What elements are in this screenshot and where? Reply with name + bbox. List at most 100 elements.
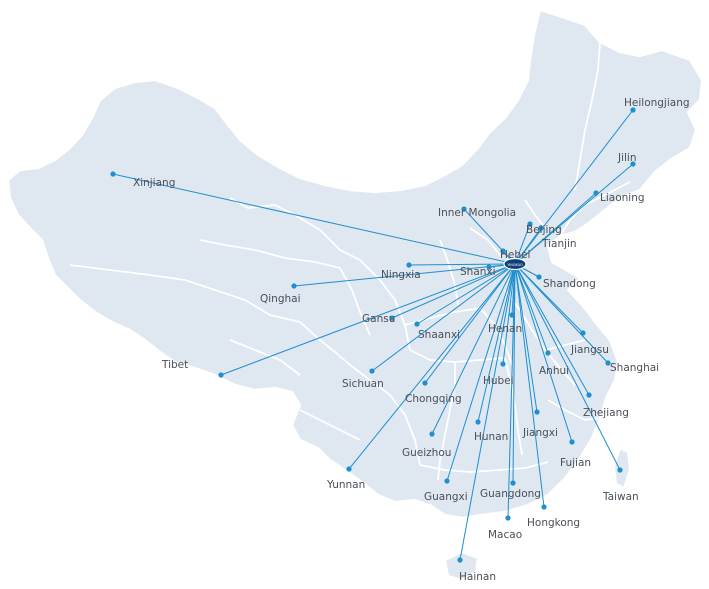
location-label-shandong: Shandong [543, 278, 596, 290]
route-line-taiwan [514, 263, 621, 471]
location-dot-guangdong [510, 480, 516, 486]
location-label-hunan: Hunan [474, 431, 508, 443]
location-label-liaoning: Liaoning [600, 192, 645, 204]
route-line-guangdong [512, 263, 516, 484]
location-label-henan: Henan [488, 323, 522, 335]
location-label-yunnan: Yunnan [326, 479, 365, 491]
route-line-ningxia [408, 263, 516, 266]
province-borders [69, 41, 641, 481]
route-line-gueizhou [431, 263, 516, 435]
location-label-qinghai: Qinghai [260, 293, 301, 305]
location-label-hainan: Hainan [459, 571, 496, 583]
hub-badge: YINGKUO [503, 257, 527, 271]
route-line-hongkong [514, 263, 545, 508]
route-line-macao [507, 263, 516, 519]
location-dot-fujian [569, 439, 575, 445]
route-line-beijing [514, 223, 531, 265]
route-line-zhejiang [514, 263, 590, 396]
location-dot-qinghai [291, 283, 297, 289]
location-label-jiangsu: Jiangsu [570, 344, 609, 356]
route-line-shanghai [514, 263, 609, 364]
location-dot-hubei [500, 361, 506, 367]
location-dot-shanxi [486, 264, 492, 270]
location-label-heilongjiang: Heilongjiang [624, 97, 690, 109]
location-label-sichuan: Sichuan [342, 378, 384, 390]
location-dot-jiangsu [580, 330, 586, 336]
location-dot-heilongjiang [630, 107, 636, 113]
location-label-hubei: Hubei [483, 375, 514, 387]
location-label-macao: Macao [488, 529, 522, 541]
hub-label: YINGKUO [507, 263, 523, 267]
location-dot-beijing [527, 221, 533, 227]
location-dot-hongkong [541, 504, 547, 510]
location-label-shanxi: Shanxi [460, 266, 496, 278]
location-dot-xinjiang [110, 171, 116, 177]
route-line-liaoning [514, 192, 597, 265]
route-line-chongqing [424, 263, 516, 384]
location-dot-gansu [389, 315, 395, 321]
location-label-tibet: Tibet [161, 359, 188, 371]
location-dot-gueizhou [429, 431, 435, 437]
location-label-hebei: Hebei [500, 249, 530, 261]
location-label-shaanxi: Shaanxi [418, 329, 460, 341]
route-line-jiangxi [514, 263, 538, 413]
location-dot-hebei [500, 248, 506, 254]
location-label-anhui: Anhui [539, 365, 569, 377]
route-line-sichuan [371, 263, 516, 372]
location-label-chongqing: Chongqing [405, 393, 462, 405]
location-label-ningxia: Ningxia [381, 269, 421, 281]
location-dot-taiwan [617, 467, 623, 473]
location-dot-shanghai [605, 360, 611, 366]
route-line-hainan [459, 263, 516, 561]
location-dot-chongqing [422, 380, 428, 386]
route-line-guangxi [446, 263, 516, 482]
location-label-tianjin: Tianjin [541, 238, 577, 250]
location-label-inner-mongolia: Inner Mongolia [438, 207, 516, 219]
location-label-jilin: Jilin [617, 152, 637, 164]
route-line-gansu [391, 263, 516, 319]
route-line-shaanxi [416, 263, 516, 325]
route-line-hunan [477, 263, 516, 423]
location-dot-sichuan [369, 368, 375, 374]
location-label-hongkong: Hongkong [527, 517, 580, 529]
location-label-gansu: Gansu [362, 313, 395, 325]
route-line-tianjin [514, 227, 542, 265]
taiwan-island-shape [612, 446, 632, 490]
route-line-qinghai [293, 263, 516, 287]
location-dot-macao [505, 515, 511, 521]
route-line-hubei [502, 263, 516, 365]
location-label-guangdong: Guangdong [480, 488, 541, 500]
location-label-shanghai: Shanghai [610, 362, 659, 374]
location-label-xinjiang: Xinjiang [133, 177, 175, 189]
route-line-yunnan [348, 263, 516, 470]
hainan-island-shape [443, 550, 480, 582]
location-dot-shandong [536, 274, 542, 280]
route-line-fujian [514, 263, 573, 443]
dots-layer [110, 107, 636, 563]
route-line-anhui [514, 263, 549, 354]
location-dot-jiangxi [534, 409, 540, 415]
location-dot-hunan [475, 419, 481, 425]
location-label-gueizhou: Gueizhou [402, 447, 451, 459]
location-label-guangxi: Guangxi [424, 491, 468, 503]
location-label-zhejiang: Zhejiang [583, 407, 629, 419]
location-label-taiwan: Taiwan [602, 491, 639, 503]
route-line-xinjiang [112, 173, 516, 265]
location-label-jiangxi: Jiangxi [522, 427, 558, 439]
route-line-heilongjiang [514, 109, 634, 265]
location-dot-inner-mongolia [461, 206, 467, 212]
location-dot-jilin [630, 161, 636, 167]
location-dot-zhejiang [586, 392, 592, 398]
location-dot-ningxia [406, 262, 412, 268]
routes-layer [112, 109, 634, 561]
location-dot-yunnan [346, 466, 352, 472]
china-mainland-shape [6, 8, 704, 520]
location-dot-anhui [545, 350, 551, 356]
location-dot-shaanxi [414, 321, 420, 327]
location-dot-liaoning [593, 190, 599, 196]
location-dot-henan [509, 312, 515, 318]
location-dot-guangxi [444, 478, 450, 484]
